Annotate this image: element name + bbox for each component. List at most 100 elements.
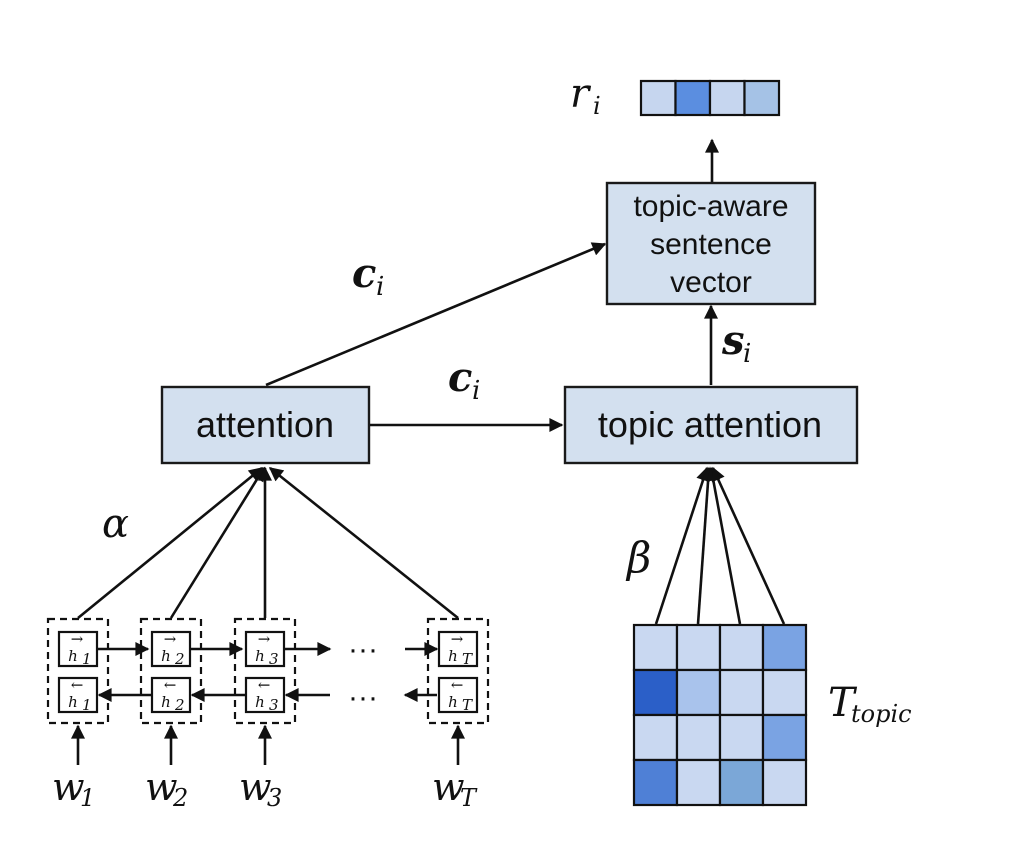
word-input: w3	[239, 765, 282, 812]
rnn-cell-group	[139, 617, 203, 725]
output-vector	[639, 79, 781, 117]
svg-text:topic attention: topic attention	[598, 404, 822, 445]
topic-matrix-cell	[761, 668, 808, 717]
hidden-state-base: h	[68, 647, 78, 665]
context-label-upper: c i	[352, 250, 384, 302]
hidden-state-arrow: ←	[451, 676, 464, 694]
topic-matrix-cell	[718, 758, 765, 807]
forward-ellipsis: ···	[348, 633, 378, 666]
context-label-middle: c i	[448, 354, 480, 406]
beta-arrows	[654, 466, 786, 625]
svg-text:w: w	[52, 765, 85, 809]
sentence-vector-line-3: vector	[670, 266, 752, 299]
svg-text:i: i	[593, 92, 601, 120]
svg-text:c: c	[448, 354, 472, 401]
sentence-label: s i	[721, 317, 751, 369]
sentence-vector-box: topic-aware sentence vector	[605, 181, 817, 306]
hidden-state-arrow: →	[164, 630, 177, 648]
svg-text:w: w	[432, 765, 465, 809]
topic-matrix-cell	[718, 668, 765, 717]
topic-matrix-cell	[761, 713, 808, 762]
alpha-arrows	[77, 466, 459, 620]
topic-matrix-cell	[718, 623, 765, 672]
backward-ellipsis: ···	[348, 681, 378, 714]
hidden-state-sub: 3	[269, 650, 279, 668]
svg-text:attention: attention	[196, 404, 334, 445]
hidden-state-base: h	[255, 647, 265, 665]
hidden-state-base: h	[448, 647, 458, 665]
hidden-state-sub: T	[462, 696, 473, 714]
word-input: w1	[52, 765, 95, 812]
alpha-label: α	[102, 501, 129, 547]
hidden-state-arrow: →	[258, 630, 271, 648]
svg-text:i: i	[743, 339, 751, 369]
svg-text:s: s	[721, 317, 745, 364]
beta-label: β	[625, 533, 651, 582]
hidden-state-base: h	[255, 693, 265, 711]
hidden-state-sub: 1	[82, 650, 92, 668]
hidden-state-base: h	[161, 693, 171, 711]
svg-text:w: w	[239, 765, 272, 809]
svg-text:topic: topic	[851, 700, 912, 728]
svg-text:w: w	[145, 765, 178, 809]
sentence-vector-line-2: sentence	[650, 228, 772, 261]
rnn-cell-group	[426, 617, 490, 725]
arrow-attention-to-sentence-vector	[265, 242, 607, 387]
hidden-state-sub: T	[462, 650, 473, 668]
svg-text:r: r	[570, 71, 592, 117]
topic-matrix-cell	[632, 668, 679, 717]
word-input: w2	[145, 765, 188, 812]
topic-matrix-label: T topic	[828, 680, 912, 728]
topic-matrix-cell	[632, 713, 679, 762]
output-vector-cell	[639, 79, 677, 117]
sentence-vector-line-1: topic-aware	[633, 190, 788, 223]
svg-text:i: i	[472, 376, 480, 406]
topic-attention-box: topic attention	[563, 385, 859, 465]
svg-text:i: i	[376, 272, 384, 302]
svg-text:2: 2	[172, 784, 188, 812]
hidden-state-base: h	[68, 693, 78, 711]
hidden-state-sub: 1	[82, 696, 92, 714]
topic-matrix-cell	[718, 713, 765, 762]
topic-matrix-cell	[675, 713, 722, 762]
hidden-state-sub: 2	[174, 696, 185, 714]
output-vector-cell	[674, 79, 712, 117]
topic-matrix-cell	[761, 623, 808, 672]
rnn-cell-group	[46, 617, 110, 725]
topic-matrix-cell	[675, 758, 722, 807]
output-vector-cell	[708, 79, 746, 117]
topic-matrix-cell	[675, 668, 722, 717]
attention-box: attention	[160, 385, 371, 465]
hidden-state-sub: 2	[174, 650, 185, 668]
hidden-state-arrow: →	[451, 630, 464, 648]
topic-matrix-cell	[632, 758, 679, 807]
svg-text:T: T	[828, 680, 858, 726]
output-vector-label: r i	[570, 71, 601, 120]
hidden-state-arrow: ←	[164, 676, 177, 694]
hidden-state-base: h	[448, 693, 458, 711]
topic-matrix	[632, 623, 808, 807]
output-vector-cell	[743, 79, 781, 117]
word-input: wT	[432, 765, 478, 812]
hidden-state-arrow: →	[71, 630, 84, 648]
hidden-state-arrow: ←	[71, 676, 84, 694]
hidden-state-base: h	[161, 647, 171, 665]
hidden-state-sub: 3	[269, 696, 279, 714]
svg-text:T: T	[460, 784, 478, 812]
svg-text:1: 1	[80, 784, 95, 812]
hidden-state-arrow: ←	[258, 676, 271, 694]
topic-matrix-cell	[632, 623, 679, 672]
svg-text:3: 3	[267, 784, 282, 812]
svg-text:c: c	[352, 250, 376, 297]
topic-matrix-cell	[675, 623, 722, 672]
